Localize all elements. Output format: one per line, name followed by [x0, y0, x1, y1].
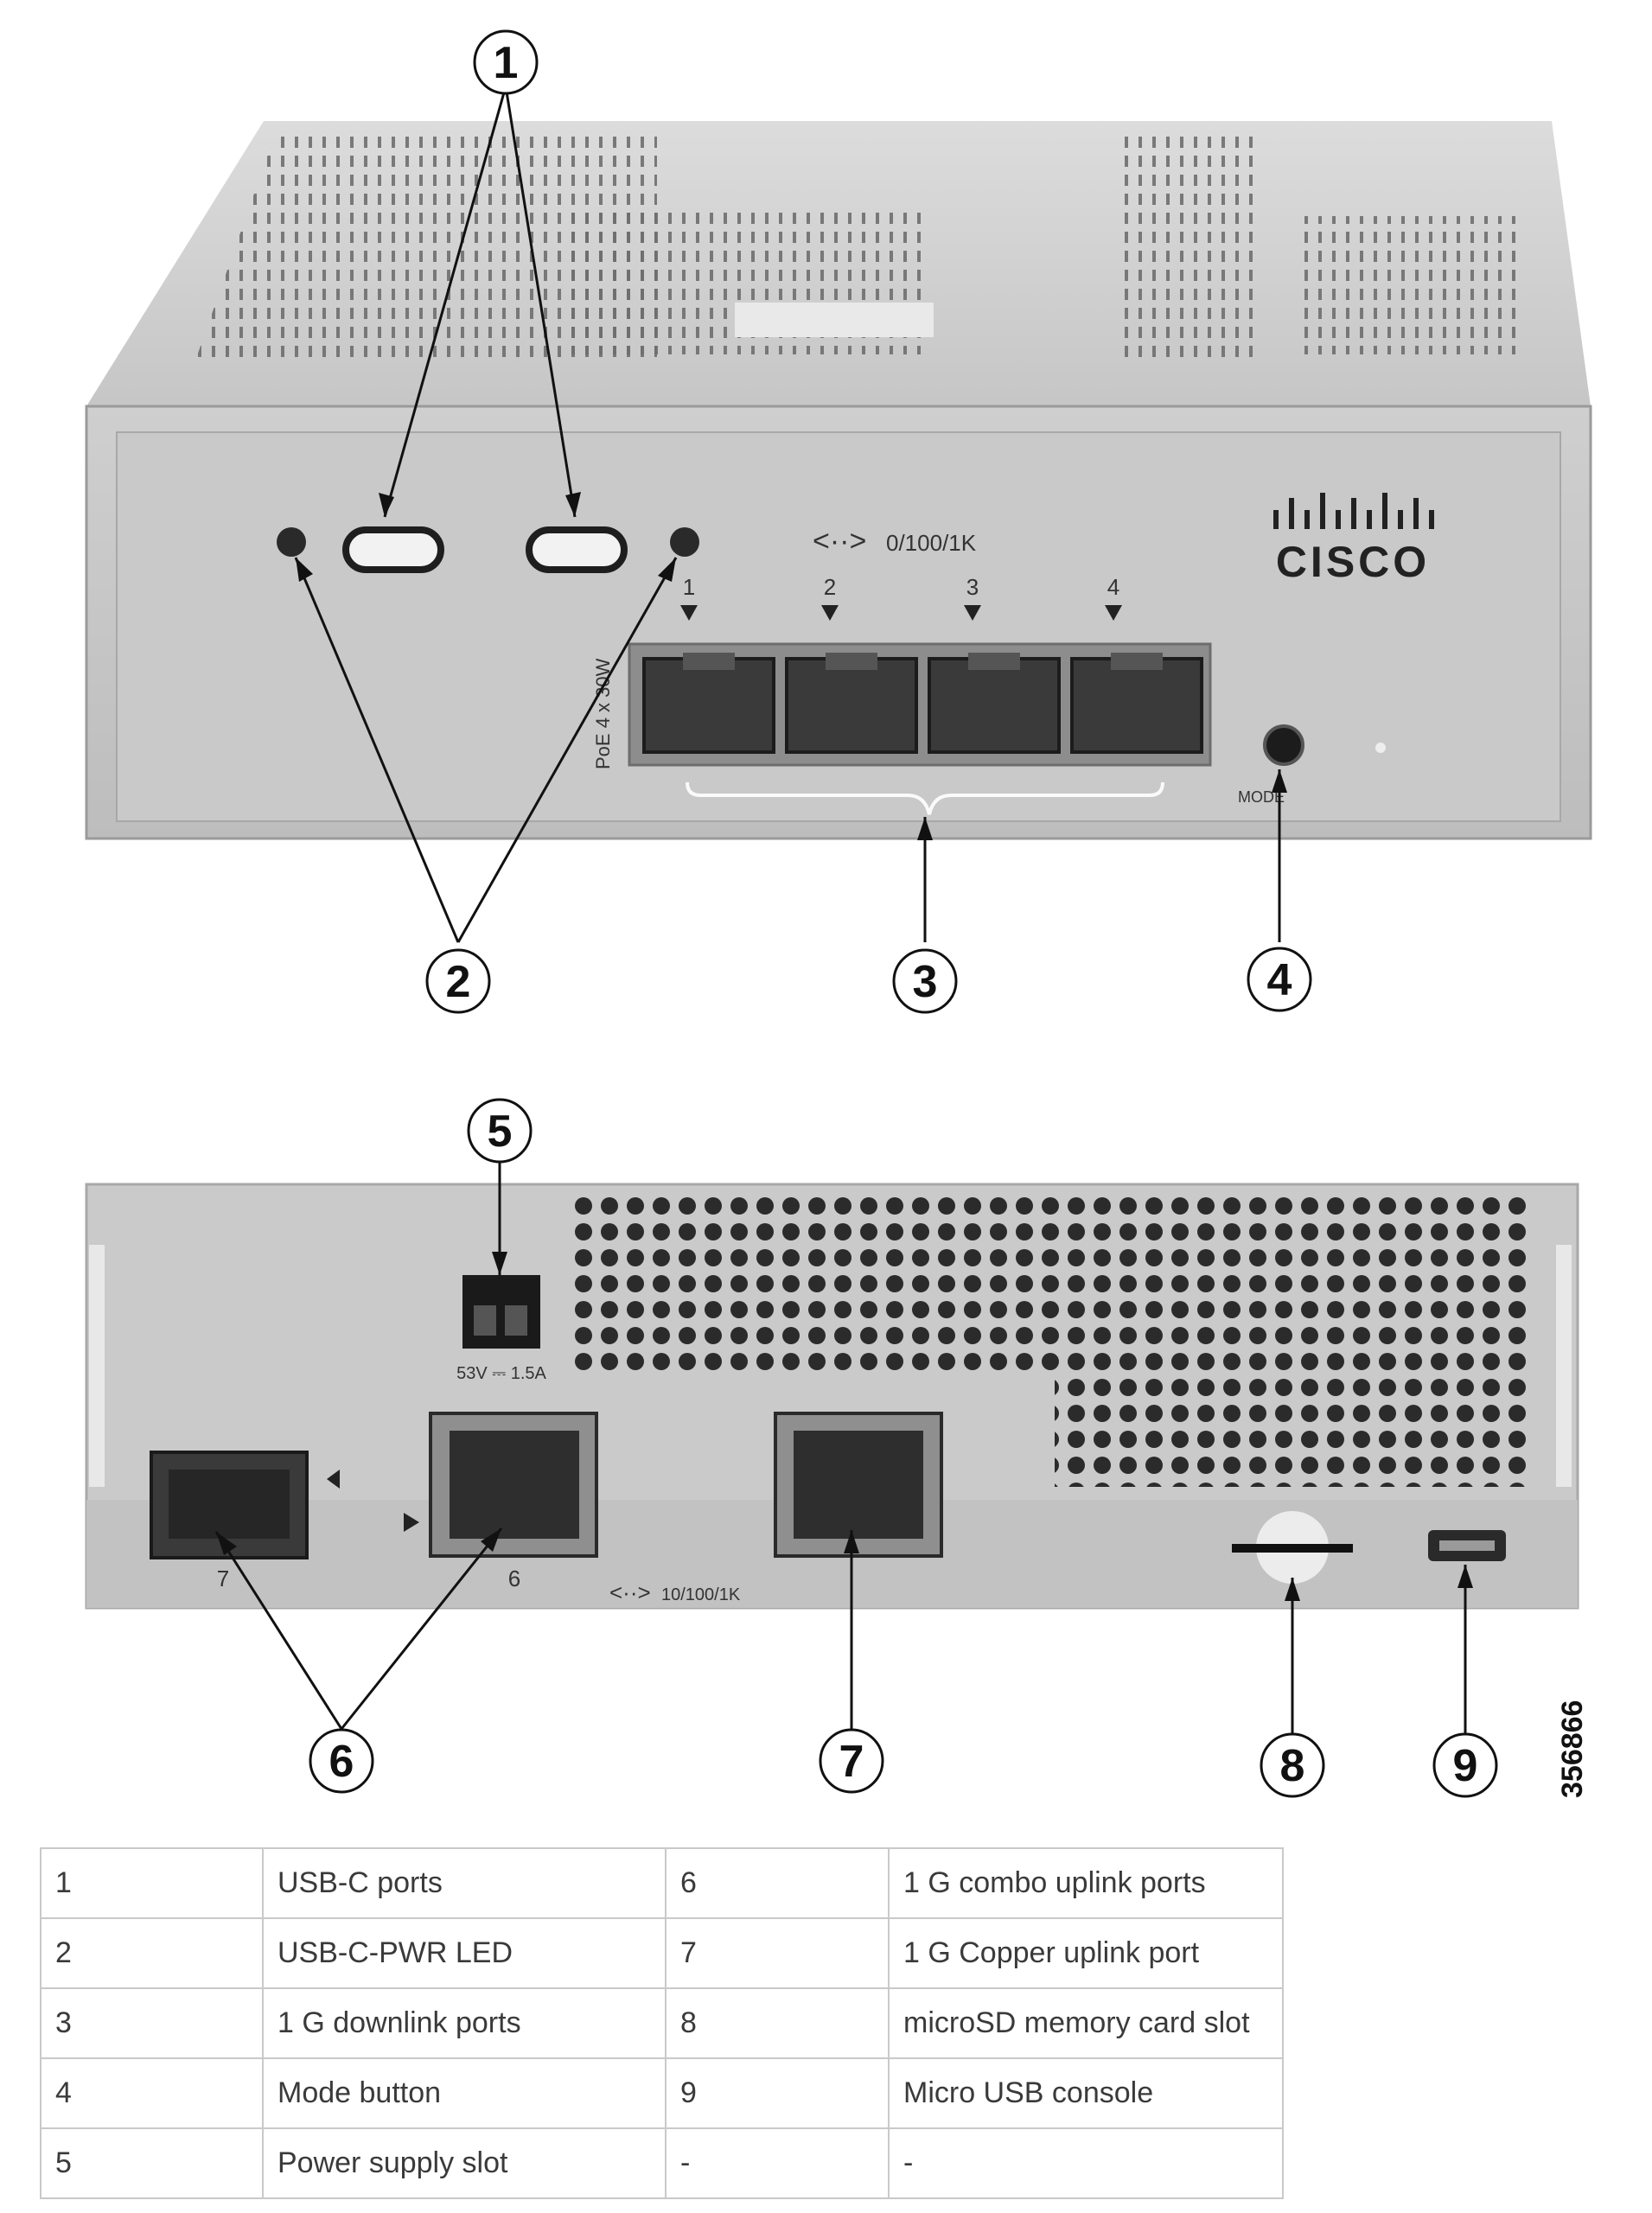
- svg-text:4: 4: [1267, 955, 1292, 1005]
- legend-number: 4: [40, 2057, 264, 2129]
- uplink-duplex-icon: <··>: [609, 1579, 651, 1605]
- callout-8: 8: [1260, 1732, 1325, 1798]
- callout-4: 4: [1247, 947, 1312, 1012]
- port-arrow-icon: [1105, 605, 1122, 621]
- mode-button: [1263, 724, 1304, 766]
- combo-port-number: 6: [508, 1566, 520, 1591]
- speed-label: 0/100/1K: [886, 530, 977, 556]
- sfp-arrow-icon: [327, 1470, 340, 1489]
- legend-description: Mode button: [262, 2057, 667, 2129]
- figure-id: 356866: [1556, 1700, 1589, 1798]
- callout-9: 9: [1432, 1732, 1498, 1798]
- legend-number: 6: [665, 1847, 890, 1919]
- sfp-port-number: 7: [217, 1566, 229, 1591]
- front-view: <··> 0/100/1K 1 2 3 4 PoE 4 x 30W: [85, 121, 1592, 840]
- usb-c-port-1: [342, 526, 444, 573]
- legend-description: Power supply slot: [262, 2127, 667, 2199]
- legend-description: -: [888, 2127, 1284, 2199]
- rear-view: 53V ⎓ 1.5A 7 6 <··> 10/100/1K: [85, 1183, 1579, 1610]
- rj45-port-2: [785, 657, 918, 754]
- callout-5: 5: [467, 1098, 533, 1164]
- legend-number: -: [665, 2127, 890, 2199]
- right-rail: [1556, 1245, 1572, 1487]
- svg-text:9: 9: [1453, 1741, 1478, 1791]
- legend-number: 8: [665, 1987, 890, 2059]
- table-row: 1 USB-C ports 6 1 G combo uplink ports: [40, 1847, 1284, 1919]
- table-row: 3 1 G downlink ports 8 microSD memory ca…: [40, 1987, 1284, 2059]
- svg-text:8: 8: [1280, 1741, 1305, 1791]
- poe-label: PoE 4 x 30W: [592, 658, 614, 769]
- callouts: 1 2 3 4 5 6 7 8: [309, 29, 1498, 1798]
- switch-hardware-figure: <··> 0/100/1K 1 2 3 4 PoE 4 x 30W: [85, 29, 1592, 1798]
- legend-description: USB-C ports: [262, 1847, 667, 1919]
- vent-holes: [575, 1197, 1530, 1487]
- legend-description: 1 G Copper uplink port: [888, 1917, 1284, 1989]
- legend-number: 7: [665, 1917, 890, 1989]
- microsd-slot: [1232, 1544, 1353, 1553]
- port-number: 3: [966, 574, 979, 600]
- svg-text:6: 6: [329, 1737, 354, 1787]
- vent-area-right: [1124, 130, 1253, 363]
- downlink-bracket: [686, 781, 1164, 815]
- usb-c-pwr-led-right: [670, 527, 699, 557]
- legend-description: Micro USB console: [888, 2057, 1284, 2129]
- svg-text:7: 7: [839, 1737, 864, 1787]
- status-led: [1375, 743, 1386, 753]
- combo-arrow-icon: [404, 1513, 419, 1532]
- rear-leader-lines: [214, 1163, 1467, 1733]
- downlink-ports: [642, 653, 1203, 754]
- svg-text:3: 3: [913, 957, 938, 1007]
- legend-description: 1 G combo uplink ports: [888, 1847, 1284, 1919]
- table-row: 5 Power supply slot - -: [40, 2127, 1284, 2199]
- port-arrow-icon: [821, 605, 839, 621]
- rj45-port-3: [928, 657, 1061, 754]
- legend-description: USB-C-PWR LED: [262, 1917, 667, 1989]
- legend-description: microSD memory card slot: [888, 1987, 1284, 2059]
- rj45-port-1: [642, 657, 775, 754]
- svg-text:1: 1: [494, 38, 519, 88]
- uplink-speed-label: 10/100/1K: [661, 1585, 741, 1604]
- callout-6: 6: [309, 1728, 374, 1794]
- legend-number: 5: [40, 2127, 264, 2199]
- rear-arrowheads: [216, 1252, 1473, 1601]
- table-row: 2 USB-C-PWR LED 7 1 G Copper uplink port: [40, 1917, 1284, 1989]
- port-arrow-icon: [680, 605, 698, 621]
- port-numbers: 1 2 3 4: [680, 574, 1122, 621]
- legend-number: 3: [40, 1987, 264, 2059]
- front-arrowheads: [296, 492, 1287, 840]
- port-number: 4: [1107, 574, 1119, 600]
- callout-7: 7: [819, 1728, 884, 1794]
- svg-text:2: 2: [446, 957, 471, 1007]
- legend-description: 1 G downlink ports: [262, 1987, 667, 2059]
- legend-table: 1 USB-C ports 6 1 G combo uplink ports 2…: [40, 1847, 1284, 2199]
- svg-text:5: 5: [488, 1106, 513, 1157]
- left-rail: [89, 1245, 105, 1487]
- label-sticker: [735, 303, 934, 337]
- usb-c-pwr-led-left: [277, 527, 306, 557]
- port-arrow-icon: [964, 605, 981, 621]
- duplex-arrows-icon: <··>: [813, 525, 866, 558]
- legend-number: 1: [40, 1847, 264, 1919]
- cisco-wordmark: CISCO: [1276, 538, 1430, 586]
- legend-number: 2: [40, 1917, 264, 1989]
- rj45-port-4: [1070, 657, 1203, 754]
- callout-2: 2: [425, 948, 491, 1014]
- cisco-logo: CISCO: [1273, 493, 1434, 586]
- port-number: 1: [683, 574, 695, 600]
- usb-c-port-2: [526, 526, 628, 573]
- power-label: 53V ⎓ 1.5A: [456, 1364, 546, 1383]
- callout-3: 3: [892, 948, 958, 1014]
- legend-number: 9: [665, 2057, 890, 2129]
- callout-1: 1: [473, 29, 539, 95]
- vent-area-far-right: [1297, 216, 1521, 354]
- port-number: 2: [824, 574, 836, 600]
- table-row: 4 Mode button 9 Micro USB console: [40, 2057, 1284, 2129]
